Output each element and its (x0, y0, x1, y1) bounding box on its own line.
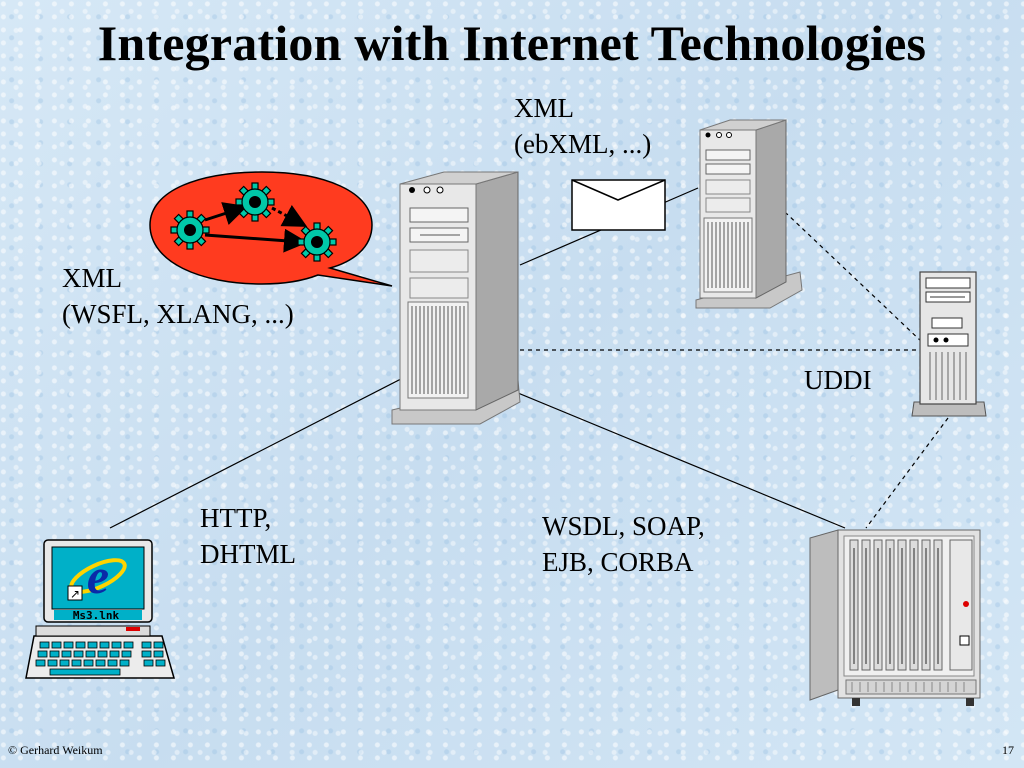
client-computer-icon: e ↗ Ms3.lnk (25, 539, 175, 679)
label-uddi: UDDI (804, 362, 872, 398)
label-http: HTTP, DHTML (200, 500, 296, 572)
svg-text:e: e (87, 548, 109, 604)
label-line: (ebXML, ...) (514, 129, 652, 159)
envelope-icon (571, 179, 666, 231)
label-line: DHTML (200, 539, 296, 569)
connection-client-server (109, 359, 439, 529)
label-line: UDDI (804, 365, 872, 395)
gear-icon (297, 222, 337, 262)
page-number: 17 (1002, 743, 1014, 757)
remote-server-icon (695, 119, 803, 309)
page-title: Integration with Internet Technologies (97, 15, 927, 71)
label-line: EJB, CORBA (542, 547, 694, 577)
svg-text:↗: ↗ (70, 587, 80, 601)
web-server-icon (391, 171, 521, 425)
gear-icon (170, 210, 210, 250)
uddi-server-icon (911, 271, 987, 417)
label-xml-ebxml: XML (ebXML, ...) (514, 90, 651, 162)
connection-remote-uddi (784, 211, 923, 343)
label-line: XML (514, 93, 574, 123)
label-xml-wsfl: XML (WSFL, XLANG, ...) (62, 260, 294, 332)
label-line: HTTP, (200, 503, 272, 533)
mainframe-rack-icon (809, 529, 981, 706)
connection-uddi-mainframe (865, 417, 949, 529)
workflow-bubble (149, 171, 393, 287)
gear-icon (235, 182, 275, 222)
footer-copyright: © Gerhard Weikum (8, 743, 103, 757)
label-line: XML (62, 263, 122, 293)
shortcut-label: Ms3.lnk (73, 609, 120, 622)
label-line: WSDL, SOAP, (542, 511, 705, 541)
label-line: (WSFL, XLANG, ...) (62, 299, 294, 329)
label-wsdl: WSDL, SOAP, EJB, CORBA (542, 508, 705, 580)
